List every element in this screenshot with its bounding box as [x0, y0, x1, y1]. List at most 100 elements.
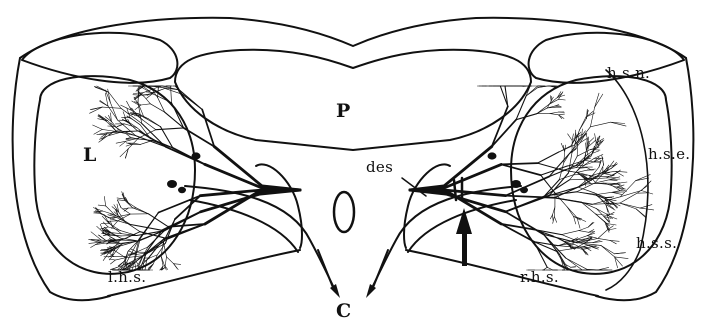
dendrite-branch: [590, 122, 610, 127]
left-wedge: [256, 164, 302, 248]
dendrite-branch: [558, 114, 564, 115]
dendrite-branch: [167, 257, 174, 264]
central-oval: [334, 192, 354, 232]
dendrite-branch: [144, 96, 151, 104]
right-arrow-line: [372, 250, 388, 290]
left-outer-contour: [13, 58, 110, 300]
dendrite-branch: [550, 112, 559, 114]
dendrite-branch: [94, 211, 103, 212]
dendrite-branch: [90, 107, 103, 113]
dendrite-branch: [620, 203, 640, 208]
left-arrow-line: [318, 250, 334, 290]
dendrite-branch: [148, 214, 168, 227]
dendrite-branch: [444, 164, 501, 188]
right-wedge: [404, 164, 450, 248]
dendrite-branch: [444, 147, 492, 187]
dendrite-branch: [586, 143, 587, 151]
dendrite-branch: [581, 202, 596, 209]
dendrite-branch: [549, 192, 576, 196]
dendrite-branch: [117, 200, 121, 208]
dendrite-branch: [595, 134, 597, 144]
dendrite-branch: [577, 192, 597, 195]
dendrite-branch: [94, 86, 108, 92]
dendrite-branch: [159, 196, 201, 213]
dendrite-branch: [568, 134, 573, 141]
dendrite-branch: [559, 99, 566, 100]
label-hse: h.s.e.: [648, 147, 690, 162]
dendrite-branch: [492, 120, 516, 147]
dendrite-branch: [111, 122, 118, 130]
dendrite-branch: [205, 164, 262, 188]
dendrite-branch: [118, 200, 125, 201]
dendrite-branch: [598, 230, 607, 238]
label-l: L: [83, 146, 96, 165]
dendrite-branch: [549, 173, 568, 195]
dendrite-branch: [612, 192, 622, 194]
dendrite-branch: [165, 112, 184, 128]
dendrite-branch: [174, 264, 177, 269]
dendrite-branch: [172, 103, 184, 128]
dendrite-branch: [123, 112, 126, 121]
dendrite-branch: [97, 226, 104, 233]
neuron-cell-bodies: [167, 152, 528, 193]
dendrite-branch: [570, 179, 591, 180]
dendrite-branch: [601, 246, 614, 254]
dendrite-branch: [579, 231, 589, 233]
dendrite-branch: [595, 93, 599, 107]
dendrite-branch: [584, 162, 594, 165]
dendrite-branch: [550, 215, 552, 219]
dendrite-branch: [141, 104, 151, 105]
outer-outline: [20, 18, 686, 58]
neuron-cell-body: [520, 187, 528, 193]
dendrite-branch: [537, 105, 549, 114]
dendrite-branch: [538, 152, 560, 163]
neuron-cell-body: [511, 180, 521, 188]
dendrite-branch: [117, 198, 125, 199]
left-lobe-body: [34, 76, 195, 274]
dendrite-branch: [614, 253, 624, 254]
right-lower-curve: [406, 250, 598, 296]
left-channel-upper: [185, 186, 336, 292]
right-channel-upper: [370, 186, 521, 292]
des-leader: [402, 178, 426, 196]
dendrite-branch: [595, 94, 603, 107]
dendrite-branch: [118, 120, 136, 136]
dendrite-branch: [597, 192, 612, 194]
dendrite-branch: [556, 251, 563, 263]
dendrite-branch: [615, 257, 629, 259]
dendrite-branch: [501, 163, 537, 164]
dendrite-branch: [143, 120, 156, 130]
neuron-cell-body: [178, 187, 186, 193]
dendrite-branch: [98, 205, 106, 206]
dendrite-branch: [553, 215, 554, 221]
neuron-cell-body: [192, 152, 201, 159]
label-rhs: r.h.s.: [520, 270, 559, 285]
dendrite-branch: [579, 119, 586, 131]
dendrite-branch: [577, 150, 590, 157]
dendrite-branch: [127, 117, 132, 119]
dendrite-branch: [589, 138, 594, 143]
dendrite-branch: [133, 208, 149, 214]
protocerebrum-outline: [175, 50, 531, 150]
dendrite-branch: [501, 164, 540, 175]
dendrite-branch: [636, 209, 646, 218]
dendrite-branch: [601, 246, 615, 257]
dendrite-branch: [606, 197, 614, 198]
dendrite-branch: [566, 258, 588, 269]
dendrite-branch: [596, 209, 606, 215]
dendrite-branch: [572, 134, 573, 141]
label-des: des: [366, 160, 393, 175]
dendrite-branch: [102, 107, 121, 108]
dendrite-branch: [505, 197, 544, 212]
dendrite-branch: [110, 260, 115, 264]
dendrite-branch: [617, 185, 625, 187]
dendrite-branch: [132, 119, 140, 125]
dendrite-branch: [636, 178, 649, 181]
dendrite-branch: [103, 222, 108, 227]
dendrite-branch: [590, 107, 594, 127]
dendrite-branch: [549, 98, 558, 105]
dendrite-branch: [640, 205, 652, 209]
dendrite-branch: [156, 128, 184, 130]
neuron-cell-body: [167, 180, 177, 188]
